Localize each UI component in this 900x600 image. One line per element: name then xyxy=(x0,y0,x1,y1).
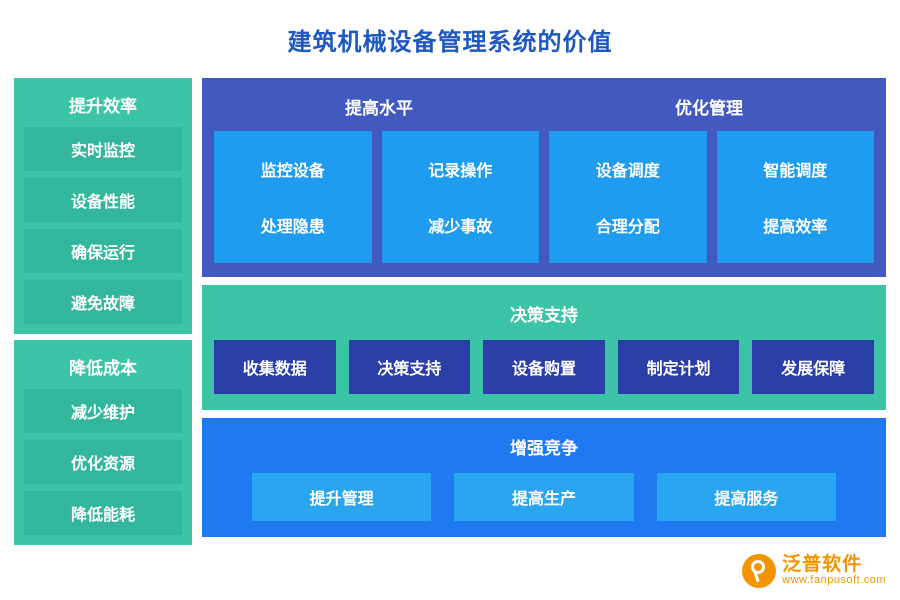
card[interactable]: 记录操作 减少事故 xyxy=(381,131,539,263)
panel-heading-management: 优化管理 xyxy=(675,99,743,118)
card-line-1: 记录操作 xyxy=(428,163,493,180)
left-column: 提升效率 实时监控 设备性能 确保运行 避免故障 降低成本 减少维护 优化资源 … xyxy=(14,78,192,545)
logo-name-cn: 泛普软件 xyxy=(782,554,863,576)
top-panel-headings: 提高水平 优化管理 xyxy=(214,88,874,131)
bottom-panel-items: 提升管理 提高生产 提高服务 xyxy=(214,473,874,521)
group-heading: 提升效率 xyxy=(69,97,137,116)
list-item[interactable]: 制定计划 xyxy=(617,340,740,394)
card-line-2: 减少事故 xyxy=(428,219,493,236)
list-item[interactable]: 避免故障 xyxy=(24,280,182,324)
list-item[interactable]: 提升管理 xyxy=(252,473,432,521)
card-line-1: 监控设备 xyxy=(260,163,325,180)
list-item[interactable]: 收集数据 xyxy=(214,340,336,394)
card-line-2: 提高效率 xyxy=(763,219,828,236)
group-panel-cost: 降低成本 减少维护 优化资源 降低能耗 xyxy=(14,340,192,545)
list-item[interactable]: 降低能耗 xyxy=(24,491,182,535)
top-panel: 提高水平 优化管理 监控设备 处理隐患 记录操作 减少事故 设备调度 合理分配 … xyxy=(202,78,886,277)
mid-panel: 决策支持 收集数据 决策支持 设备购置 制定计划 发展保障 xyxy=(202,285,886,410)
list-item[interactable]: 减少维护 xyxy=(24,389,182,433)
bottom-panel: 增强竞争 提升管理 提高生产 提高服务 xyxy=(202,418,886,537)
group-panel-efficiency: 提升效率 实时监控 设备性能 确保运行 避免故障 xyxy=(14,78,192,334)
list-item[interactable]: 设备性能 xyxy=(24,178,182,222)
list-item[interactable]: 提高服务 xyxy=(656,473,836,521)
page-title: 建筑机械设备管理系统的价值 xyxy=(287,29,613,56)
list-item[interactable]: 实时监控 xyxy=(24,127,182,171)
list-item[interactable]: 确保运行 xyxy=(24,229,182,273)
logo-name-en: www.fanpusoft.com xyxy=(782,574,886,587)
list-item[interactable]: 发展保障 xyxy=(752,340,874,394)
panel-heading-level: 提高水平 xyxy=(345,99,413,118)
logo-text: 泛普软件 www.fanpusoft.com xyxy=(782,555,886,586)
group-heading: 降低成本 xyxy=(69,359,137,378)
card[interactable]: 监控设备 处理隐患 xyxy=(214,131,372,263)
list-item[interactable]: 优化资源 xyxy=(24,440,182,484)
panel-heading-decision: 决策支持 xyxy=(510,306,578,325)
card-line-2: 处理隐患 xyxy=(260,219,325,236)
right-column: 提高水平 优化管理 监控设备 处理隐患 记录操作 减少事故 设备调度 合理分配 … xyxy=(202,78,886,537)
top-panel-cards: 监控设备 处理隐患 记录操作 减少事故 设备调度 合理分配 智能调度 提高效率 xyxy=(214,131,874,263)
card-line-2: 合理分配 xyxy=(595,219,660,236)
mid-panel-items: 收集数据 决策支持 设备购置 制定计划 发展保障 xyxy=(214,340,874,394)
card[interactable]: 设备调度 合理分配 xyxy=(549,131,707,263)
card-line-1: 设备调度 xyxy=(595,163,660,180)
card[interactable]: 智能调度 提高效率 xyxy=(716,131,874,263)
panel-heading-competition: 增强竞争 xyxy=(510,439,578,458)
list-item[interactable]: 设备购置 xyxy=(483,340,605,394)
logo-magnifier-icon xyxy=(742,554,777,588)
brand-logo: 泛普软件 www.fanpusoft.com xyxy=(742,554,886,588)
list-item[interactable]: 提高生产 xyxy=(454,473,634,521)
list-item[interactable]: 决策支持 xyxy=(348,340,471,394)
card-line-1: 智能调度 xyxy=(763,163,828,180)
